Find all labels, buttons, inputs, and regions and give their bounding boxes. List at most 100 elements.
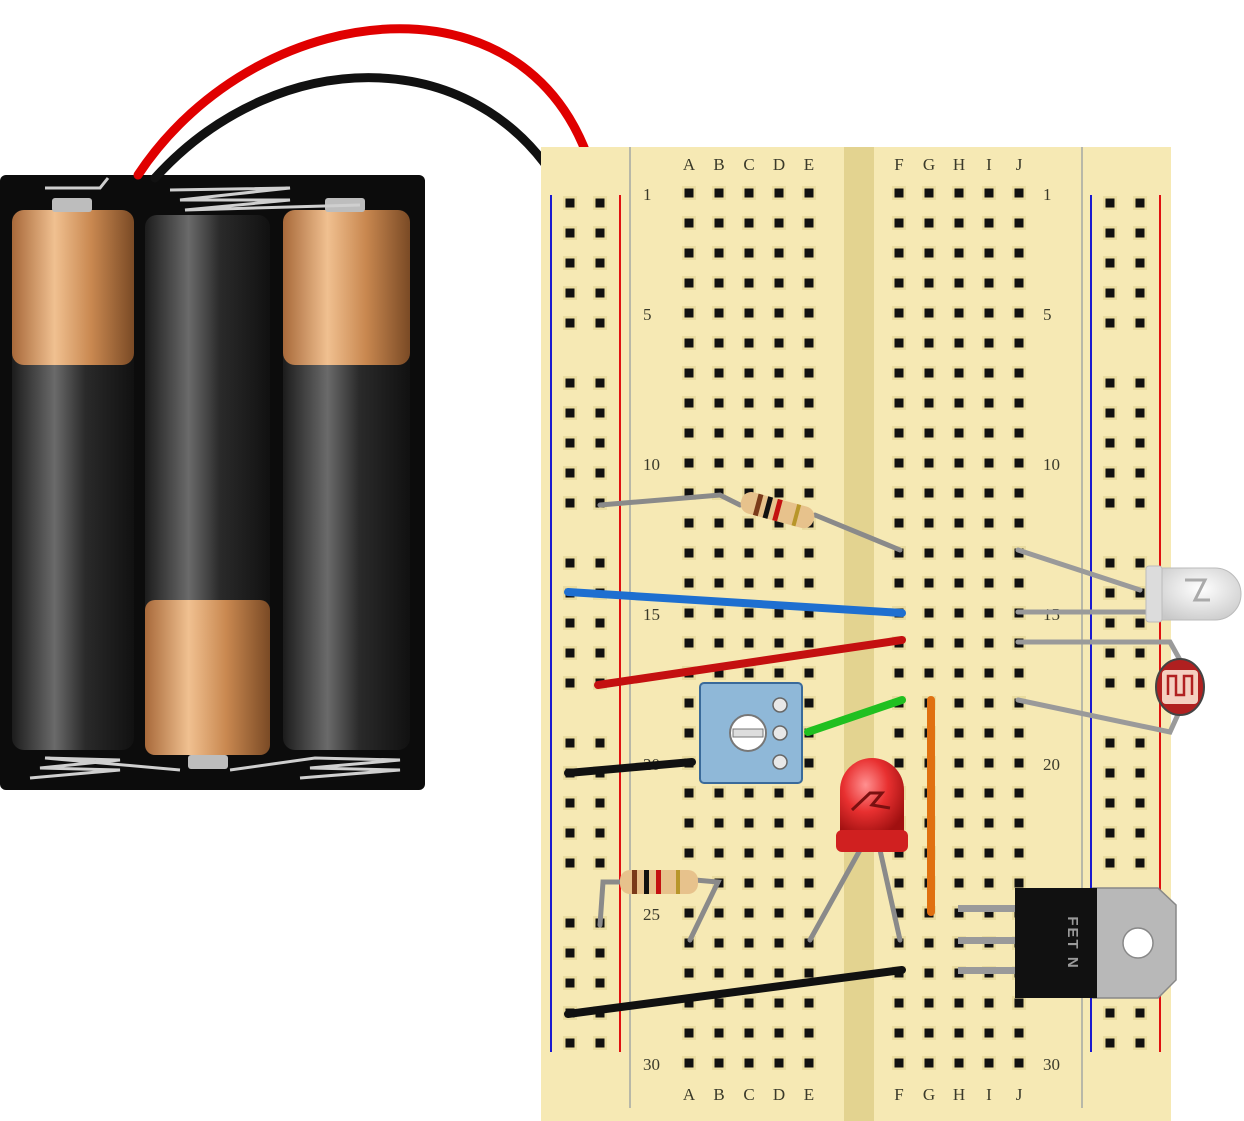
breadboard-hole [684, 1028, 694, 1038]
rail-hole [1135, 438, 1145, 448]
breadboard-hole [1014, 248, 1024, 258]
rail-hole [595, 288, 605, 298]
rail-hole [1105, 648, 1115, 658]
breadboard-hole [924, 1058, 934, 1068]
breadboard-hole [804, 218, 814, 228]
breadboard-hole [984, 398, 994, 408]
rail-hole [565, 738, 575, 748]
breadboard-hole [954, 668, 964, 678]
rail-hole [1135, 318, 1145, 328]
breadboard-hole [924, 458, 934, 468]
breadboard-hole [684, 368, 694, 378]
breadboard-hole [774, 998, 784, 1008]
breadboard-hole [684, 818, 694, 828]
rail-hole [1135, 1038, 1145, 1048]
breadboard-hole [684, 938, 694, 948]
rail-hole [565, 918, 575, 928]
breadboard-hole [684, 968, 694, 978]
spring-contact-bottom-right [229, 756, 401, 780]
rail-hole [565, 288, 575, 298]
rail-hole [1135, 498, 1145, 508]
breadboard-hole [894, 878, 904, 888]
row-label-left-15: 15 [643, 605, 660, 624]
rail-hole [595, 438, 605, 448]
breadboard-hole [924, 968, 934, 978]
breadboard-hole [684, 458, 694, 468]
breadboard-hole [804, 488, 814, 498]
breadboard-hole [774, 428, 784, 438]
spring-contact-bottom-left [29, 756, 181, 780]
breadboard-hole [804, 278, 814, 288]
breadboard-hole [804, 368, 814, 378]
breadboard-hole [684, 548, 694, 558]
breadboard-hole [714, 1058, 724, 1068]
rail-hole [565, 558, 575, 568]
breadboard-hole [684, 278, 694, 288]
breadboard-hole [804, 818, 814, 828]
breadboard-hole [924, 338, 934, 348]
jumper-wire-blue [564, 588, 906, 617]
breadboard-hole [684, 698, 694, 708]
breadboard-hole [804, 848, 814, 858]
breadboard-hole [744, 578, 754, 588]
col-label-bottom-c: C [743, 1085, 754, 1104]
breadboard-hole [804, 938, 814, 948]
breadboard-hole [804, 1058, 814, 1068]
breadboard-hole [954, 698, 964, 708]
breadboard-hole [894, 188, 904, 198]
rail-hole [595, 648, 605, 658]
breadboard-hole [954, 878, 964, 888]
breadboard-hole [954, 848, 964, 858]
breadboard-hole [714, 1028, 724, 1038]
breadboard-hole [924, 248, 934, 258]
breadboard-hole [744, 188, 754, 198]
breadboard-hole [1014, 188, 1024, 198]
breadboard-hole [684, 488, 694, 498]
rail-hole [595, 228, 605, 238]
breadboard-hole [774, 188, 784, 198]
breadboard-hole [714, 848, 724, 858]
breadboard-hole [924, 548, 934, 558]
breadboard-hole [684, 848, 694, 858]
breadboard-hole [1014, 668, 1024, 678]
rail-hole [1105, 408, 1115, 418]
col-label-bottom-a: A [683, 1085, 696, 1104]
breadboard-hole [894, 728, 904, 738]
breadboard-hole [744, 848, 754, 858]
breadboard-hole [744, 878, 754, 888]
rail-hole [595, 798, 605, 808]
rail-hole [595, 318, 605, 328]
breadboard-hole [804, 788, 814, 798]
breadboard-hole [954, 548, 964, 558]
breadboard-hole [984, 518, 994, 528]
breadboard-hole [714, 518, 724, 528]
breadboard-hole [774, 578, 784, 588]
rail-hole [1135, 588, 1145, 598]
resistor-top [597, 492, 903, 553]
breadboard-hole [894, 368, 904, 378]
breadboard-hole [984, 758, 994, 768]
breadboard-hole [984, 728, 994, 738]
breadboard-hole [744, 308, 754, 318]
breadboard-hole [924, 488, 934, 498]
rail-hole [565, 618, 575, 628]
breadboard-hole [954, 638, 964, 648]
rail-hole [1105, 258, 1115, 268]
col-label-top-a: A [683, 155, 696, 174]
breadboard-hole [774, 668, 784, 678]
rail-hole [1135, 198, 1145, 208]
col-label-top-e: E [804, 155, 814, 174]
breadboard-hole [984, 368, 994, 378]
rail-hole [1135, 798, 1145, 808]
battery-pack [0, 175, 425, 790]
breadboard-hole [804, 428, 814, 438]
breadboard-hole [684, 638, 694, 648]
rail-hole [1105, 618, 1115, 628]
battery-cell-2 [145, 215, 270, 769]
breadboard-hole [954, 248, 964, 258]
breadboard-hole [684, 608, 694, 618]
breadboard-hole [774, 488, 784, 498]
breadboard-hole [774, 968, 784, 978]
breadboard-hole [984, 218, 994, 228]
